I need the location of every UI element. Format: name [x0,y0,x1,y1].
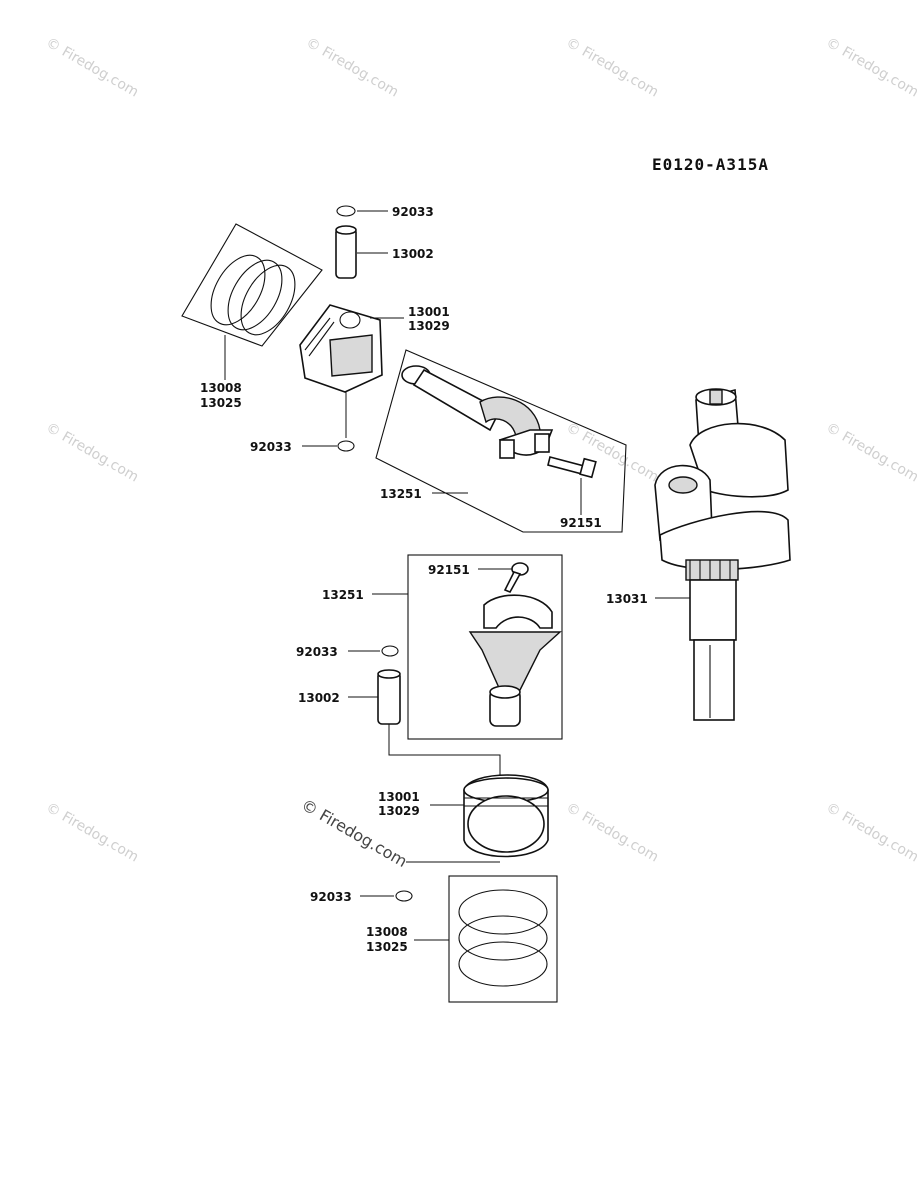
bolt-icon [503,562,529,594]
watermark: © Firedog.com [563,420,661,486]
piston-pin-icon [335,225,357,279]
callout-label: 92151 [560,516,602,530]
watermark: © Firedog.com [563,35,661,101]
circlip-icon [381,645,399,657]
callout-label: 92033 [392,205,434,219]
watermark: © Firedog.com [563,800,661,866]
watermark: © Firedog.com [43,800,141,866]
piston-icon [463,774,549,858]
connecting-rod-icon [375,349,627,533]
watermark: © Firedog.com [823,420,917,486]
callout-label: 92151 [428,563,470,577]
callout-label: 92033 [250,440,292,454]
piston-pin-icon [377,669,401,725]
watermark: © Firedog.com [43,35,141,101]
callout-label: 13029 [408,319,450,333]
piston-rings-icon [448,875,558,1003]
crankshaft-icon [654,388,791,721]
callout-label: 13001 [378,790,420,804]
circlip-icon [336,205,356,217]
diagram-code: E0120-A315A [652,155,769,174]
callout-label: 13031 [606,592,648,606]
callout-label: 13025 [366,940,408,954]
callout-label: 13001 [408,305,450,319]
piston-rings-icon [181,223,323,347]
circlip-icon [395,890,413,902]
watermark: © Firedog.com [823,35,917,101]
callout-label: 92033 [296,645,338,659]
callout-label: 13029 [378,804,420,818]
watermark: © Firedog.com [43,420,141,486]
watermark: © Firedog.com [303,35,401,101]
callout-label: 13251 [380,487,422,501]
callout-label: 13008 [200,381,242,395]
callout-label: 13025 [200,396,242,410]
callout-label: 13002 [392,247,434,261]
bolt-icon [547,456,597,479]
watermark: © Firedog.com [823,800,917,866]
callout-label: 13251 [322,588,364,602]
circlip-icon [337,440,355,452]
connecting-rod-icon [407,554,563,740]
callout-label: 13008 [366,925,408,939]
callout-label: 13002 [298,691,340,705]
callout-label: 92033 [310,890,352,904]
piston-icon [299,304,383,393]
